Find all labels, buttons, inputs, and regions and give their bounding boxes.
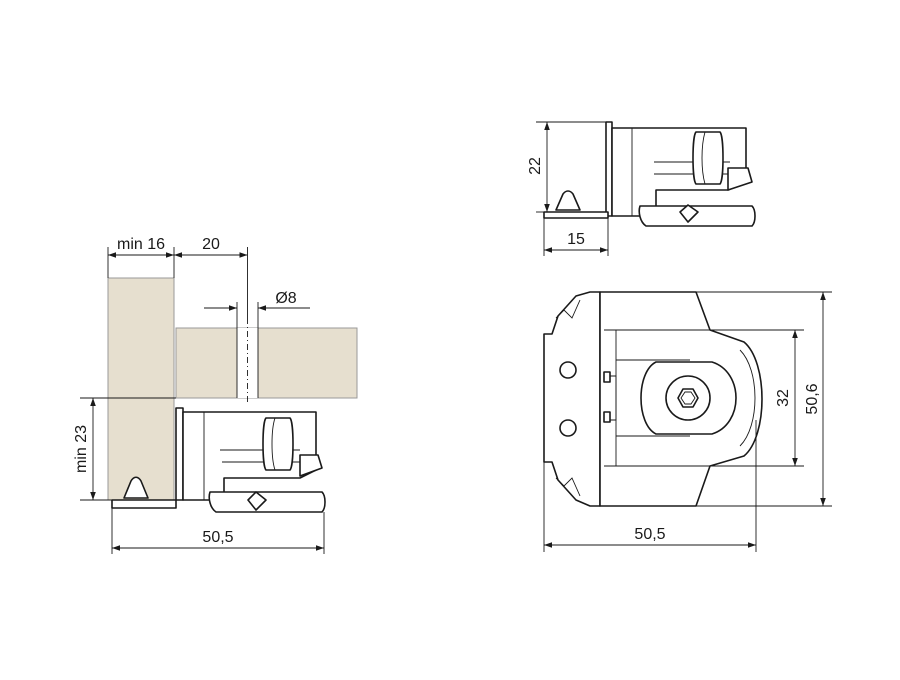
label-height-side: 22 [527, 157, 544, 175]
label-width-top: 50,5 [634, 526, 665, 543]
dim-hole-spacing: 32 [710, 329, 804, 467]
dim-min-16: min 16 [107, 236, 175, 278]
connector-front-view [111, 407, 326, 513]
hex-socket-icon [677, 388, 699, 408]
mounting-hole-bottom [559, 419, 577, 437]
dim-bore-8: Ø8 [204, 290, 310, 328]
side-view: 22 15 [527, 121, 756, 256]
shelf-panel [175, 327, 358, 399]
dim-min-23: min 23 [73, 397, 176, 501]
dim-depth-side: 15 [543, 218, 609, 256]
label-depth-side: 15 [567, 231, 585, 248]
plan-view: 32 50,6 50,5 [543, 291, 832, 552]
dim-width-front: 50,5 [111, 508, 325, 554]
installation-view: min 16 20 Ø8 min 23 50,5 [73, 236, 358, 554]
label-hole-spacing: 32 [775, 389, 792, 407]
dim-20: 20 [174, 236, 248, 318]
label-depth-top: 50,6 [804, 383, 821, 414]
label-width-front: 50,5 [202, 529, 233, 546]
label-bore-8: Ø8 [275, 290, 296, 307]
dim-width-top: 50,5 [543, 420, 757, 552]
side-panel [107, 277, 175, 501]
dim-height-side: 22 [527, 121, 606, 213]
label-min-16: min 16 [117, 236, 165, 253]
dowel-bore [236, 318, 259, 402]
label-min-23: min 23 [73, 425, 90, 473]
dim-depth-top: 50,6 [696, 291, 832, 507]
mounting-hole-top [559, 361, 577, 379]
label-20: 20 [202, 236, 220, 253]
